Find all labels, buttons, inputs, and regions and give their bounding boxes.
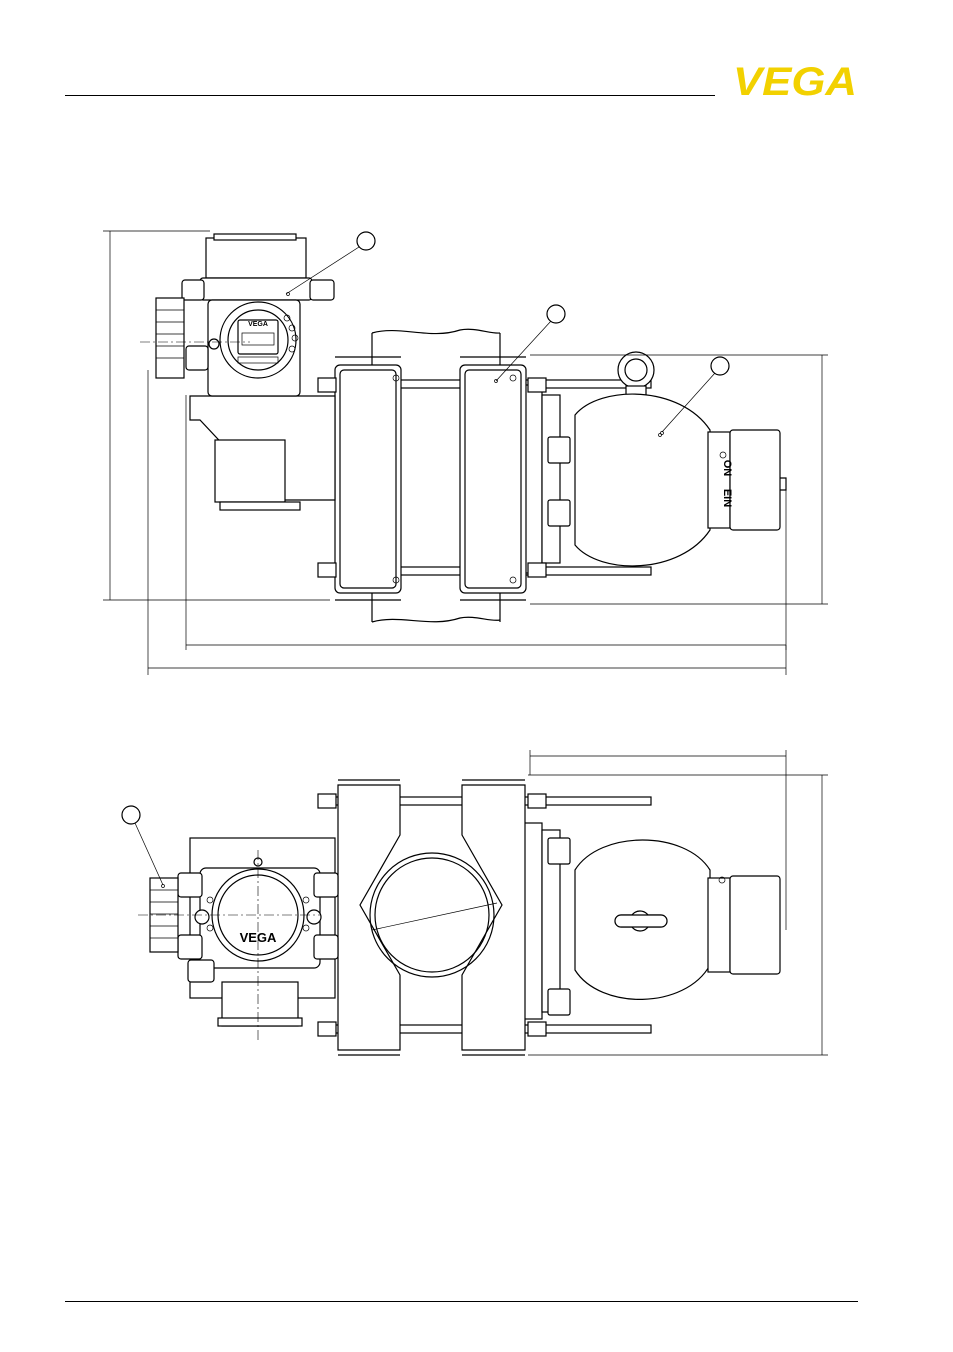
footer-rule — [65, 1301, 858, 1302]
device-logo-side: VEGA — [248, 321, 268, 328]
switch-label-on: ON — [721, 460, 733, 477]
device-logo-top: VEGA — [240, 930, 277, 945]
callouts-top-view — [122, 806, 165, 888]
top-view: VEGA — [138, 780, 780, 1055]
side-view: EIN ON VEGA — [140, 234, 786, 622]
switch-label-ein: EIN — [721, 489, 733, 507]
